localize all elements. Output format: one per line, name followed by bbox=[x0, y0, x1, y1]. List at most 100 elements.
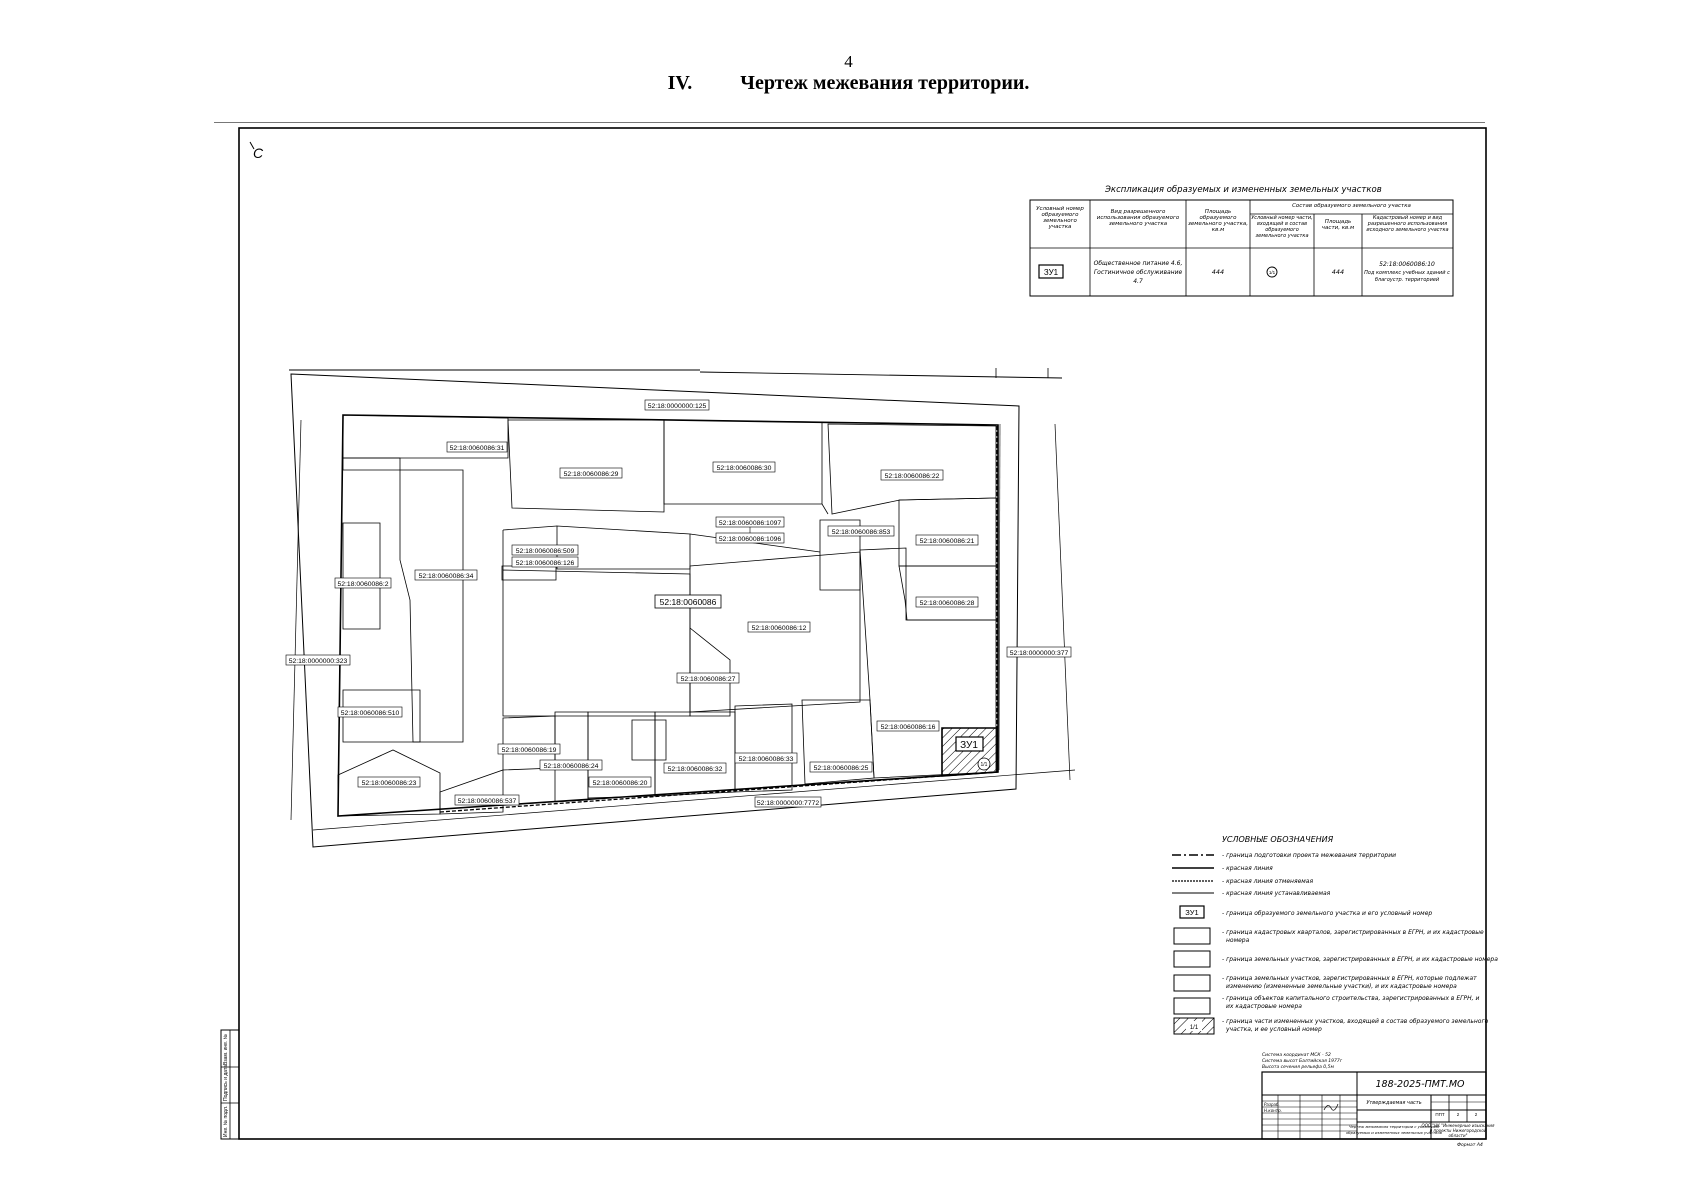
label-zu1-part: 1/1 bbox=[977, 757, 991, 771]
label-q377: 52:18:0000000:377 bbox=[1006, 646, 1072, 658]
parcel-31 bbox=[342, 414, 509, 459]
stamp-note: Система координат МСК - 52 bbox=[1262, 1052, 1331, 1058]
north-mark: С bbox=[253, 145, 264, 161]
legend-changed-box bbox=[1173, 974, 1211, 992]
svg-text:52:18:0060086:30: 52:18:0060086:30 bbox=[717, 465, 772, 472]
legend-text: номера bbox=[1226, 937, 1250, 944]
svg-text:52:18:0060086:126: 52:18:0060086:126 bbox=[516, 560, 575, 567]
svg-text:1/1: 1/1 bbox=[981, 762, 988, 768]
label-p853: 52:18:0060086:853 bbox=[827, 525, 895, 537]
svg-text:52:18:0060086:1097: 52:18:0060086:1097 bbox=[719, 520, 782, 527]
parcel-22 bbox=[827, 423, 997, 515]
row-source-use-line1: Под комплекс учебных зданий с bbox=[1364, 270, 1450, 276]
svg-text:52:18:0060086:28: 52:18:0060086:28 bbox=[920, 600, 975, 607]
parcel-32 bbox=[654, 711, 736, 797]
label-p16: 52:18:0060086:16 bbox=[876, 720, 940, 732]
cadastral-labels: 52:18:0000000:125 52:18:0060086:31 52:18… bbox=[285, 399, 1072, 808]
svg-text:52:18:0060086:510: 52:18:0060086:510 bbox=[341, 710, 400, 717]
stamp-sheets: 2 bbox=[1475, 1112, 1478, 1117]
stamp-note: Высота сечения рельефа 0,5м bbox=[1262, 1064, 1334, 1070]
side-strip-label: Подпись и дата bbox=[223, 1065, 229, 1101]
label-q7772: 52:18:0000000:7772 bbox=[754, 796, 822, 808]
inner-line bbox=[502, 525, 558, 531]
north-arrow bbox=[249, 141, 255, 150]
label-p20: 52:18:0060086:20 bbox=[588, 776, 652, 788]
design-boundary bbox=[290, 373, 1020, 848]
stamp-org: области" bbox=[1449, 1133, 1468, 1138]
label-p12: 52:18:0060086:12 bbox=[747, 621, 811, 633]
building-mid bbox=[631, 719, 667, 761]
road-line-south bbox=[312, 769, 1076, 831]
label-p1096: 52:18:0060086:1096 bbox=[715, 532, 785, 544]
label-p33: 52:18:0060086:33 bbox=[734, 752, 798, 764]
red-line-north bbox=[289, 369, 1063, 379]
row-part-id: 1/1 bbox=[1269, 270, 1276, 275]
label-p34: 52:18:0060086:34 bbox=[414, 569, 478, 581]
svg-text:ЗУ1: ЗУ1 bbox=[960, 740, 978, 751]
col-header-use: Вид разрешенного использования образуемо… bbox=[1096, 209, 1180, 227]
svg-text:52:18:0000000:125: 52:18:0000000:125 bbox=[648, 403, 707, 410]
svg-text:52:18:0060086:23: 52:18:0060086:23 bbox=[362, 780, 417, 787]
section-number: IV. bbox=[667, 72, 693, 94]
legend-text: - красная линия bbox=[1222, 865, 1273, 872]
label-p31: 52:18:0060086:31 bbox=[446, 441, 508, 453]
svg-text:52:18:0060086:853: 52:18:0060086:853 bbox=[832, 529, 891, 536]
stamp-role: Разраб. bbox=[1264, 1102, 1280, 1107]
svg-text:52:18:0000000:323: 52:18:0000000:323 bbox=[289, 658, 348, 665]
svg-text:52:18:0060086:1096: 52:18:0060086:1096 bbox=[719, 536, 782, 543]
label-p23: 52:18:0060086:23 bbox=[357, 776, 421, 788]
label-p19: 52:18:0060086:19 bbox=[497, 743, 561, 755]
legend-text: - граница земельных участков, зарегистри… bbox=[1222, 956, 1498, 963]
label-p22: 52:18:0060086:22 bbox=[880, 469, 944, 481]
page-number: 4 bbox=[844, 52, 853, 71]
stamp-role: Н.контр. bbox=[1264, 1108, 1282, 1113]
row-part-area: 444 bbox=[1332, 268, 1344, 276]
row-area: 444 bbox=[1212, 268, 1224, 276]
label-p25: 52:18:0060086:25 bbox=[809, 761, 873, 773]
parcel-537 bbox=[439, 769, 504, 815]
col-header-part-id: Условный номер части, входящей в состав … bbox=[1251, 215, 1313, 239]
col-header-part-area: Площадь части, кв.м bbox=[1321, 219, 1355, 231]
stamp-note: Система высот Балтийская 1977г bbox=[1262, 1058, 1343, 1064]
label-p30: 52:18:0060086:30 bbox=[712, 461, 776, 473]
svg-text:52:18:0060086:24: 52:18:0060086:24 bbox=[544, 763, 599, 770]
legend-text: - граница части измененных участков, вхо… bbox=[1222, 1018, 1489, 1025]
stamp-sheet: 2 bbox=[1457, 1112, 1460, 1117]
col-header-plot-id: Условный номер образуемого земельного уч… bbox=[1036, 206, 1084, 230]
svg-text:52:18:0060086:31: 52:18:0060086:31 bbox=[450, 445, 505, 452]
svg-text:52:18:0060086:33: 52:18:0060086:33 bbox=[739, 756, 794, 763]
svg-text:52:18:0060086:19: 52:18:0060086:19 bbox=[502, 747, 557, 754]
svg-text:52:18:0060086:22: 52:18:0060086:22 bbox=[885, 473, 940, 480]
parcel-126 bbox=[501, 565, 557, 581]
label-p21: 52:18:0060086:21 bbox=[915, 534, 979, 546]
stamp-org: ООО "НК "Инженерные изыскания bbox=[1422, 1123, 1495, 1128]
parcel-34 bbox=[399, 469, 464, 743]
svg-text:52:18:0060086:20: 52:18:0060086:20 bbox=[593, 780, 648, 787]
label-p32: 52:18:0060086:32 bbox=[663, 762, 727, 774]
red-line-established-south bbox=[439, 771, 998, 813]
parcel-29 bbox=[507, 419, 665, 513]
label-p126: 52:18:0060086:126 bbox=[511, 556, 579, 568]
section-title: Чертеж межевания территории. bbox=[740, 72, 1030, 94]
section-heading: IV. Чертеж межевания территории. bbox=[0, 72, 1697, 95]
legend-text: - граница подготовки проекта межевания т… bbox=[1222, 852, 1396, 859]
signature-mark bbox=[1323, 1103, 1339, 1111]
svg-text:52:18:0060086:509: 52:18:0060086:509 bbox=[516, 548, 575, 555]
stamp-drawing-title: образуемых и измененных земельных участк… bbox=[1346, 1130, 1443, 1135]
svg-text:52:18:0060086: 52:18:0060086 bbox=[660, 597, 717, 607]
legend-zu-symbol: ЗУ1 bbox=[1185, 908, 1198, 917]
legend-text: участка, и ее условный номер bbox=[1225, 1026, 1322, 1033]
row-plot-id: ЗУ1 bbox=[1044, 268, 1059, 277]
legend-text: - граница земельных участков, зарегистри… bbox=[1222, 975, 1477, 982]
legend: УСЛОВНЫЕ ОБОЗНАЧЕНИЯ - граница подготовк… bbox=[1172, 835, 1498, 1035]
legend-text: - красная линия отменяемая bbox=[1222, 878, 1313, 885]
inner-line bbox=[821, 503, 829, 515]
row-part-circle bbox=[1266, 266, 1278, 278]
svg-text:52:18:0060086:25: 52:18:0060086:25 bbox=[814, 765, 869, 772]
parcel-25 bbox=[801, 699, 875, 785]
label-p1097: 52:18:0060086:1097 bbox=[715, 516, 785, 528]
legend-parcel-box bbox=[1173, 950, 1211, 968]
svg-text:52:18:0000000:377: 52:18:0000000:377 bbox=[1010, 650, 1069, 657]
stamp-stage: ППТ bbox=[1435, 1112, 1444, 1117]
